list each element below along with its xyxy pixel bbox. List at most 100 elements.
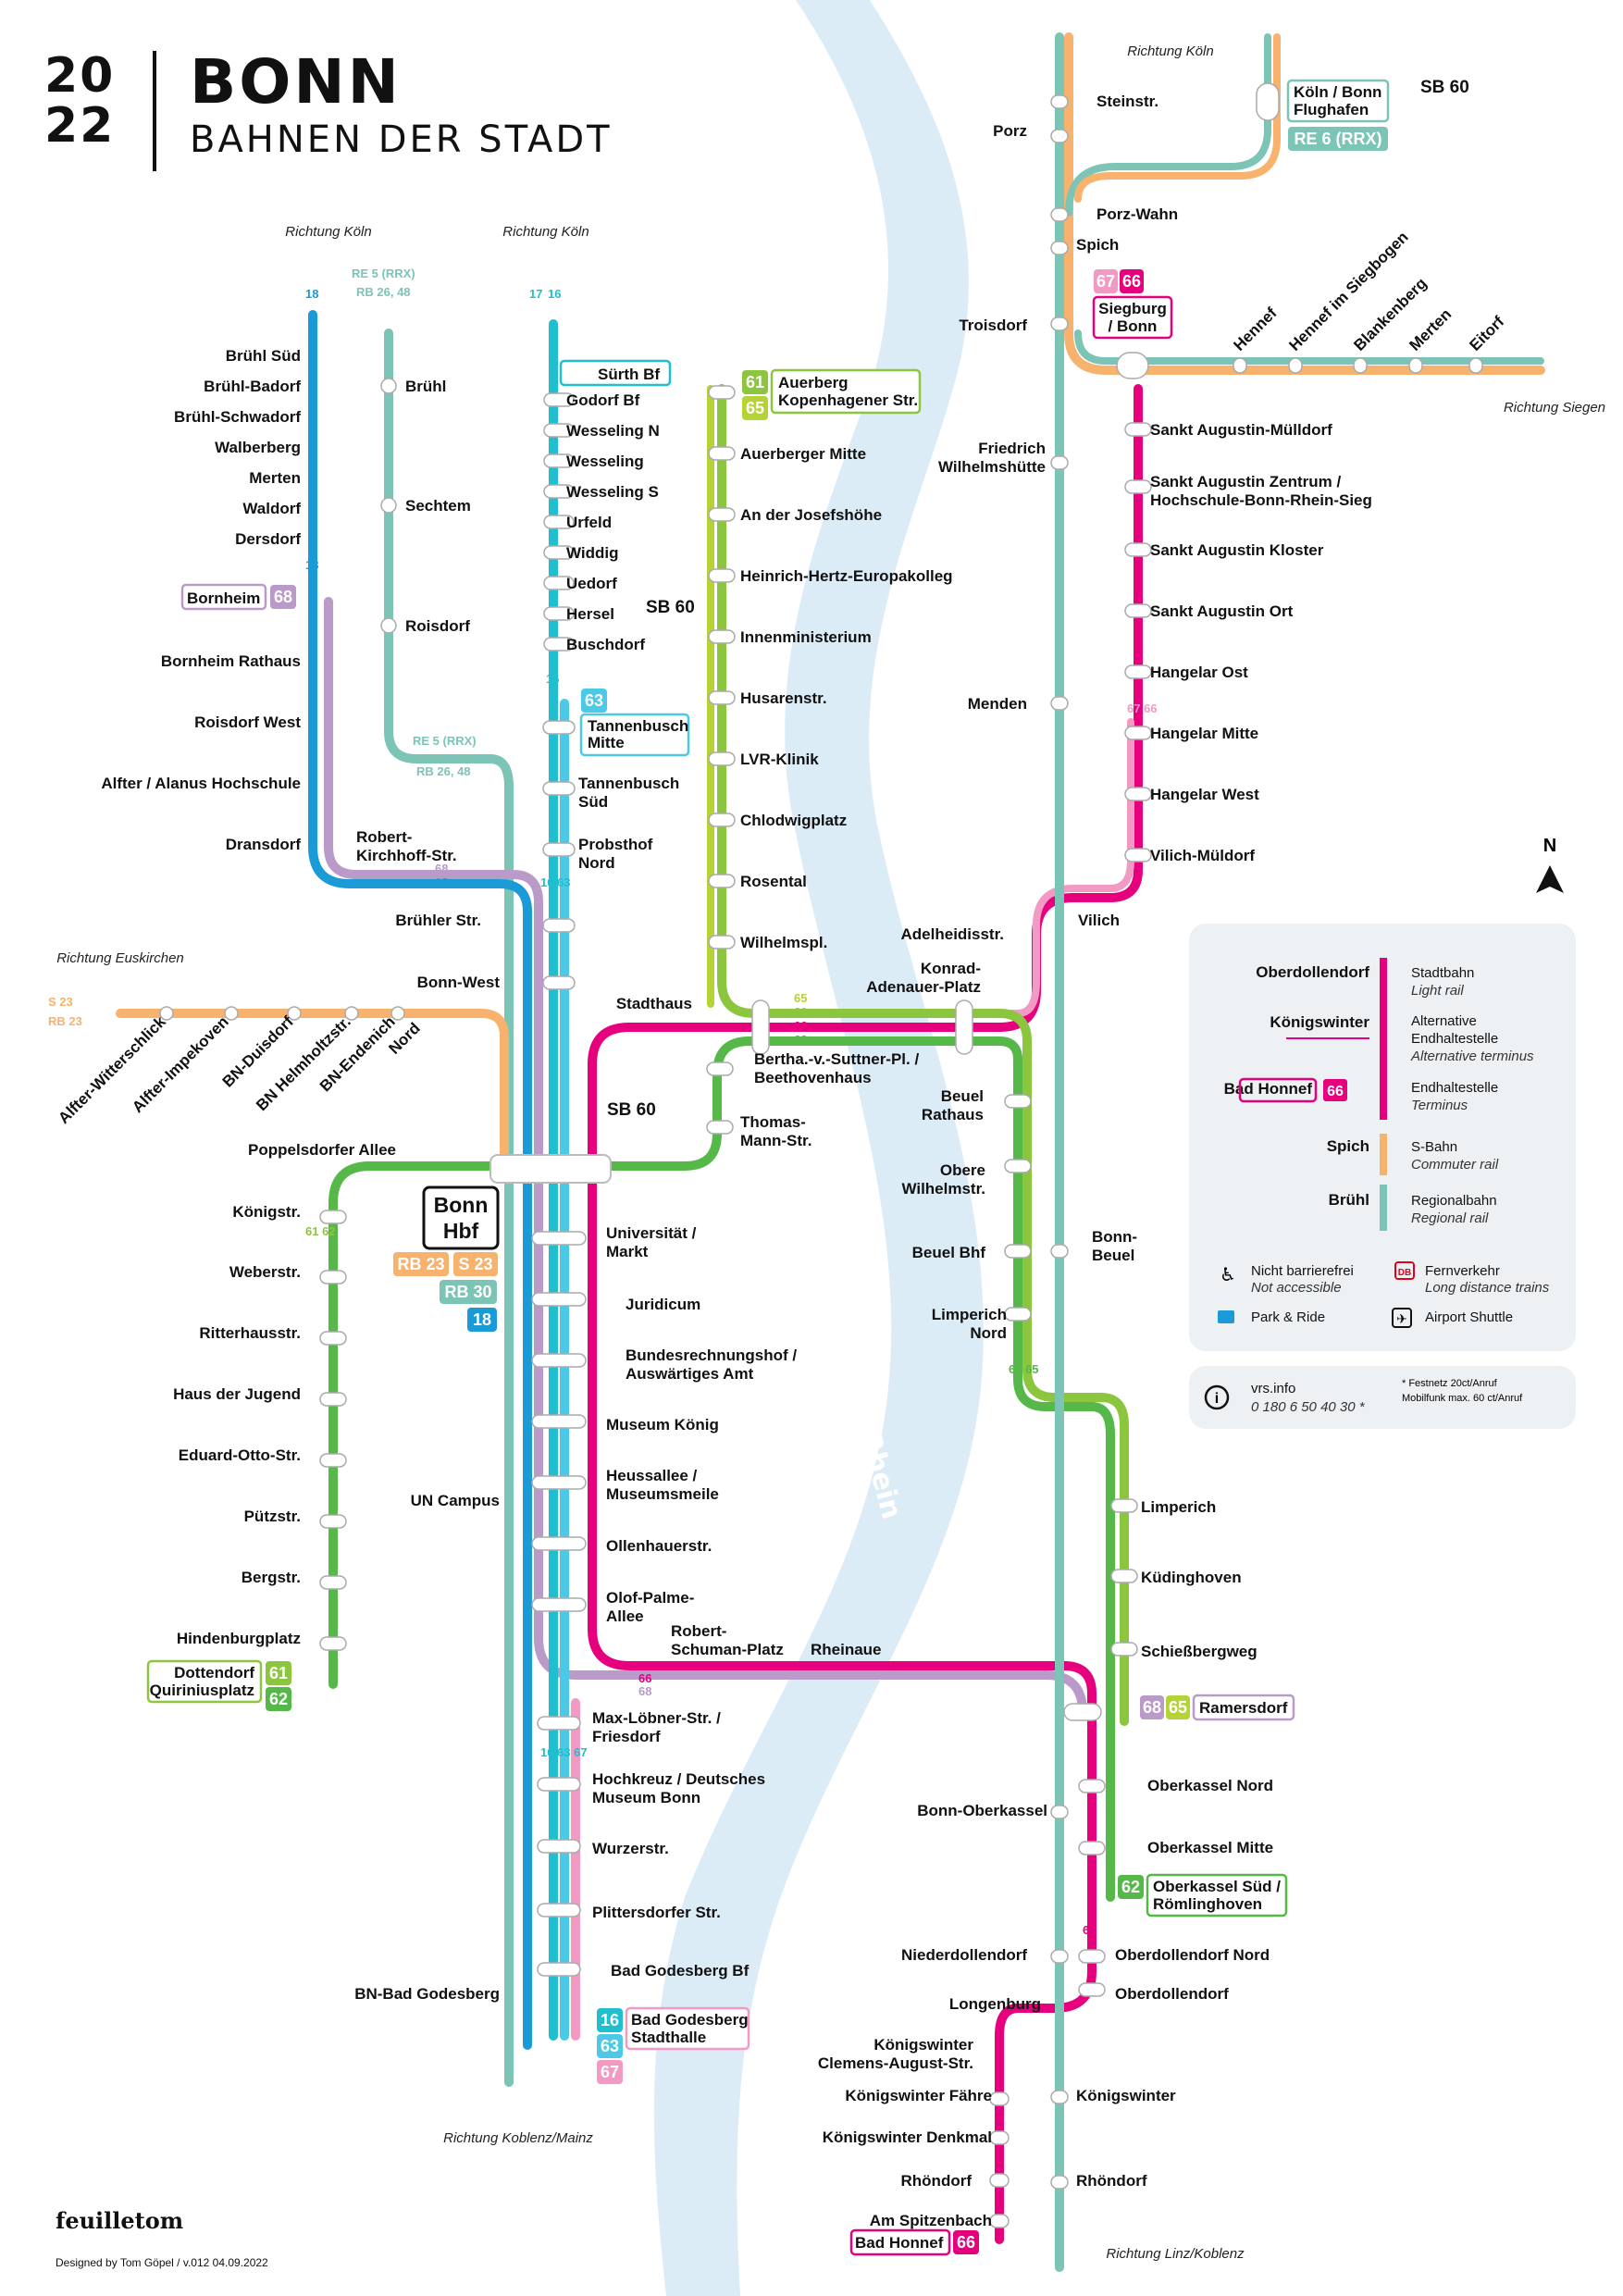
station-sa-zentrum-1: Sankt Augustin Zentrum / (1150, 473, 1341, 490)
station-suerth: Sürth Bf (598, 366, 660, 383)
tag-16: 16 (548, 287, 561, 301)
stop-regional-right (1050, 241, 1069, 255)
station-oberkassel-sued-2: Römlinghoven (1153, 1895, 1262, 1913)
station-merten-right: Merten (1406, 305, 1455, 354)
dir-koeln-left: Richtung Köln (285, 224, 371, 240)
line-badge: 18 (467, 1308, 497, 1332)
station-merten-left: Merten (249, 469, 301, 487)
svg-text:RB 23: RB 23 (397, 1255, 444, 1273)
tag-rb2648-mid: RB 26, 48 (416, 764, 471, 778)
stop-66-east (1124, 603, 1152, 618)
station-thomas-mann-2: Mann-Str. (740, 1132, 812, 1149)
station-friedrich-1: Friedrich (978, 440, 1046, 457)
tag-61a: 61 (794, 1005, 807, 1019)
svg-text:65: 65 (1169, 1698, 1187, 1717)
station-robert-kirchhoff-2: Kirchhoff-Str. (356, 847, 457, 864)
station-weberstr: Weberstr. (229, 1263, 301, 1281)
tag-68: 68 (435, 862, 448, 875)
stop-regional-left (380, 378, 397, 394)
stop-61 (708, 507, 736, 522)
dir-koeln-right: Richtung Köln (1127, 43, 1213, 59)
legend-regional: Regional rail (1411, 1210, 1489, 1226)
stop-regional-right (1050, 207, 1069, 222)
stop-66-east (1124, 787, 1152, 801)
stop-62-limperich (1110, 1498, 1138, 1513)
dir-linz-koblenz: Richtung Linz/Koblenz (1106, 2246, 1245, 2262)
tag-rb2648-top: RB 26, 48 (356, 285, 411, 299)
station-stadthaus: Stadthaus (616, 995, 692, 1012)
stop-south-trunk (537, 1777, 581, 1792)
svg-text:RB 30: RB 30 (444, 1283, 491, 1301)
park-ride-icon (1218, 1310, 1234, 1323)
svg-text:✈: ✈ (1396, 1311, 1407, 1326)
station-kuedinghoven: Küdinghoven (1141, 1569, 1242, 1586)
svg-text:62: 62 (1121, 1878, 1140, 1896)
title-divider (153, 51, 156, 171)
station-uni-1: Universität / (606, 1224, 697, 1242)
tag-re5-top: RE 5 (RRX) (352, 267, 415, 280)
stop-61 (708, 385, 736, 400)
svg-text:DB: DB (1082, 387, 1106, 405)
station-obere-2: Wilhelmstr. (901, 1180, 985, 1198)
stop-16 (543, 423, 575, 438)
legend-info-url: vrs.info (1251, 1381, 1295, 1396)
stop-16 (543, 637, 575, 652)
stop-62 (319, 1331, 347, 1346)
station-bundesrechnungshof-1: Bundesrechnungshof / (626, 1347, 797, 1364)
station-ramersdorf: Ramersdorf (1199, 1699, 1288, 1717)
station-schuman-2: Schuman-Platz (671, 1641, 784, 1658)
station-siegburg-2: / Bonn (1109, 317, 1158, 335)
stop-trunk (531, 1475, 587, 1490)
station-roisdorf: Roisdorf (405, 617, 470, 635)
sb60-label: SB 60 (607, 1100, 656, 1120)
line-badge: 68 (1140, 1695, 1164, 1719)
station-koenigswinter-r: Königswinter (1076, 2087, 1176, 2104)
line-badge: 66 (953, 2230, 979, 2254)
station-oberdollendorf: Oberdollendorf (1115, 1985, 1229, 2003)
stop-trunk (531, 1414, 587, 1429)
svg-text:RE 6 (RRX): RE 6 (RRX) (1294, 130, 1381, 148)
legend-sbahn-station: Spich (1327, 1137, 1369, 1155)
station-sa-ort: Sankt Augustin Ort (1150, 602, 1294, 620)
legend-alt-en: Alternative terminus (1410, 1049, 1534, 1064)
stop-trunk (531, 1597, 587, 1612)
stop-regional-right (1050, 129, 1069, 143)
legend-park-ride: Park & Ride (1251, 1309, 1325, 1325)
stop-south-trunk (537, 1716, 581, 1731)
stop-62 (319, 1270, 347, 1285)
line-61 (717, 384, 1129, 1726)
station-wilhelmspl: Wilhelmspl. (740, 934, 827, 951)
stop-61 (708, 446, 736, 461)
station-eitorf: Eitorf (1466, 313, 1507, 354)
stop-61 (708, 813, 736, 827)
north-label: N (1543, 836, 1556, 856)
line-badge: 63 (581, 689, 607, 713)
line-sbahn-right (1064, 32, 1545, 375)
station-sa-zentrum-2: Hochschule-Bonn-Rhein-Sieg (1150, 491, 1372, 509)
city-title: BONN (190, 46, 402, 118)
station-flughafen-1: Köln / Bonn (1294, 83, 1381, 101)
stop-61 (708, 935, 736, 949)
station-chlodwigplatz: Chlodwigplatz (740, 812, 847, 829)
legend-terminus-en: Terminus (1411, 1098, 1468, 1113)
stop-flughafen (1256, 82, 1280, 121)
station-dottendorf-1: Dottendorf (174, 1664, 254, 1682)
stop-66-koenigswinter (989, 2214, 1010, 2228)
line-s23 (116, 1009, 509, 1171)
svg-text:61: 61 (269, 1664, 288, 1682)
line-67-vilich (1005, 718, 1134, 1017)
line-badge: 66 (1120, 269, 1144, 293)
stop-16-63 (542, 842, 576, 857)
legend-note-1: * Festnetz 20ct/Anruf (1402, 1378, 1498, 1389)
line-badge: 67 (597, 2060, 623, 2084)
line-badge: 63 (597, 2034, 623, 2058)
line-badge: 61 (266, 1661, 291, 1685)
station-hangelar-ost: Hangelar Ost (1150, 664, 1248, 681)
svg-text:S 23: S 23 (458, 1255, 492, 1273)
station-bundesrechnungshof-2: Auswärtiges Amt (626, 1365, 754, 1383)
station-uni-2: Markt (606, 1243, 649, 1260)
station-widdig: Widdig (566, 544, 619, 562)
stop-stadthaus-konrad (751, 999, 770, 1055)
station-bad-godesberg-bf: Bad Godesberg Bf (611, 1962, 750, 1980)
stop-62-65-beuel (1004, 1094, 1032, 1109)
